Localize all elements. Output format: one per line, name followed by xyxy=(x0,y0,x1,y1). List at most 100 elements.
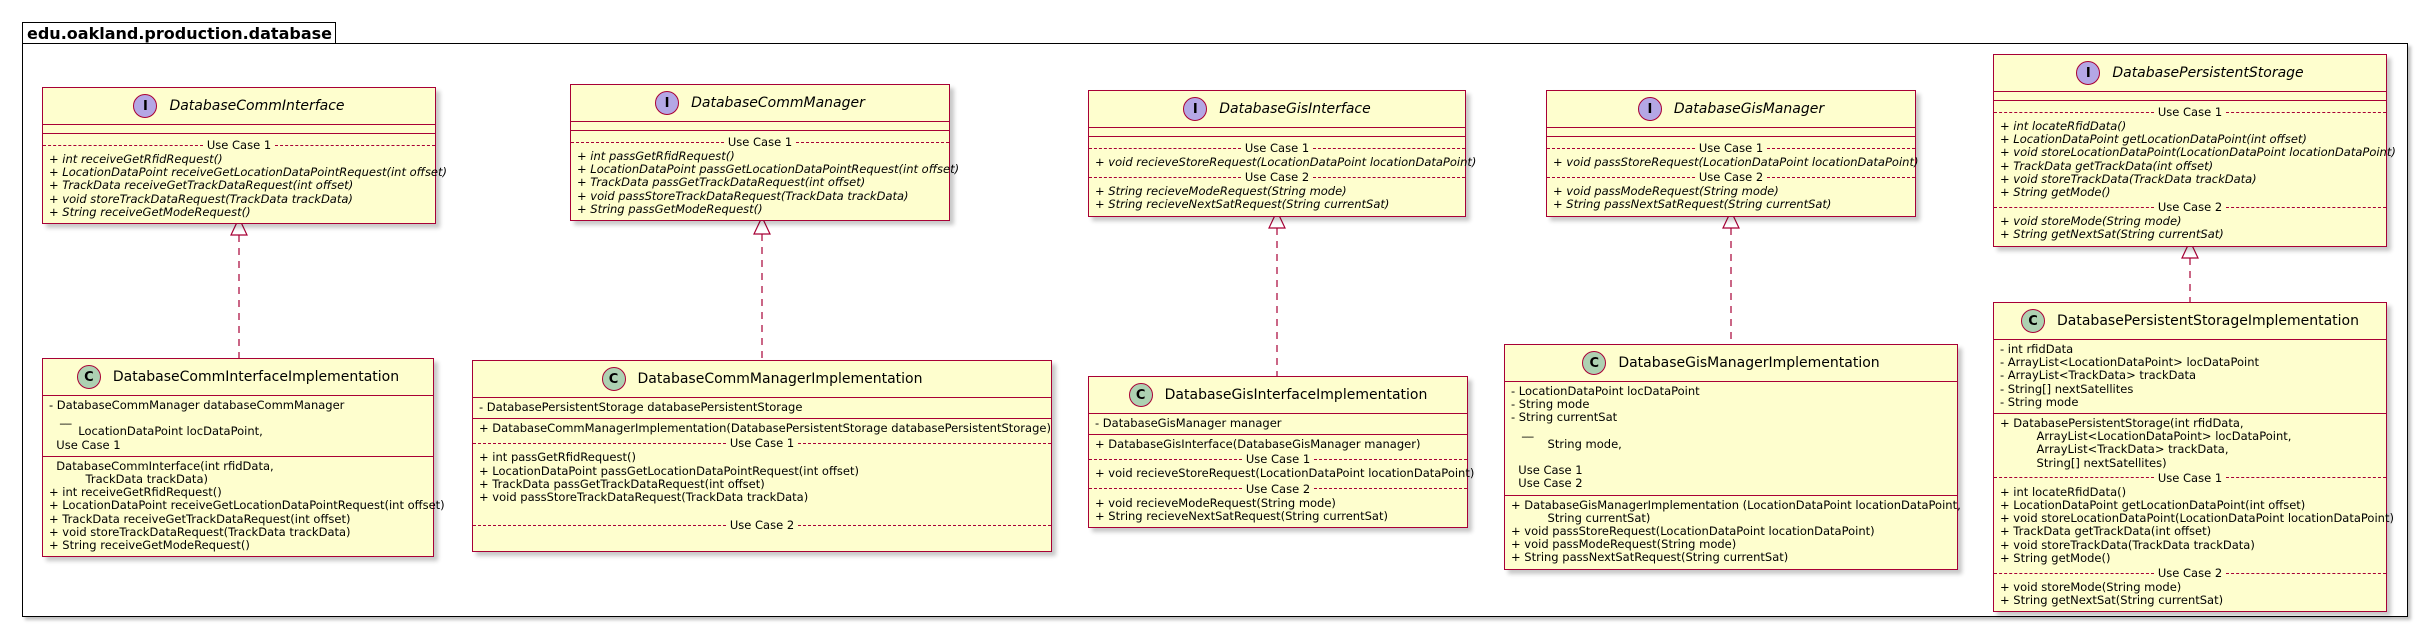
interface-marker-icon: I xyxy=(655,91,680,115)
field-section: - DatabaseCommManager databaseCommManage… xyxy=(43,395,433,456)
field-row: - DatabaseCommManager databaseCommManage… xyxy=(49,398,345,412)
method-section: DatabaseCommInterface(int rfidData, Trac… xyxy=(43,455,445,556)
interface-name: DatabaseCommInterface xyxy=(169,98,345,114)
method-section: + DatabaseGisManagerImplementation (Loca… xyxy=(1505,494,1961,569)
section-label: Use Case 2 xyxy=(2157,566,2223,581)
member-row: + void storeLocationDataPoint(LocationDa… xyxy=(2000,511,2394,526)
section-label: Use Case 2 xyxy=(729,518,795,533)
member-row xyxy=(479,504,1045,517)
section-separator: Use Case 2 xyxy=(1089,171,1465,183)
field-section: - int rfidData- ArrayList<LocationDataPo… xyxy=(1994,339,2386,413)
interface-name: DatabaseGisInterface xyxy=(1219,101,1371,117)
method-section: Use Case 1+ int locateRfidData()+ Locati… xyxy=(1994,100,2396,246)
class-marker-icon: C xyxy=(76,365,101,389)
realization-arrowhead xyxy=(230,216,248,236)
method-section: Use Case 1+ int passGetRfidRequest()+ Lo… xyxy=(571,130,960,220)
field-row: - String mode xyxy=(2000,394,2079,409)
member-row: + String recieveNextSatRequest(String cu… xyxy=(1095,197,1390,212)
member-row: + String getNextSat(String currentSat) xyxy=(2000,227,2224,242)
section-separator: Use Case 1 xyxy=(1089,142,1465,154)
field-row: - String[] nextSatellites xyxy=(2000,381,2134,396)
field-section xyxy=(1994,91,2386,100)
member-row: + void storeTrackData(TrackData trackDat… xyxy=(2000,171,2257,186)
field-row: __ xyxy=(49,411,72,426)
member-row: + void recieveStoreRequest(LocationDataP… xyxy=(1095,155,1477,169)
section-label: Use Case 1 xyxy=(1698,141,1764,155)
member-row: ArrayList<TrackData> trackData, xyxy=(2000,442,2229,457)
section-label: Use Case 1 xyxy=(729,436,795,451)
field-row: - String currentSat xyxy=(1511,410,1618,425)
member-row: DatabaseCommInterface(int rfidData, xyxy=(49,458,274,473)
section-label: Use Case 1 xyxy=(727,135,793,149)
member-row: + String getMode() xyxy=(2000,550,2111,565)
class-name: DatabasePersistentStorageImplementation xyxy=(2057,313,2359,329)
member-row: + LocationDataPoint getLocationDataPoint… xyxy=(2000,132,2307,147)
interface-name: DatabaseCommManager xyxy=(691,95,865,111)
field-section: - DatabaseGisManager manager xyxy=(1089,413,1467,434)
class-name: DatabaseCommManagerImplementation xyxy=(637,371,923,387)
field-section xyxy=(43,124,435,133)
member-row: + String recieveNextSatRequest(String cu… xyxy=(1095,508,1388,523)
section-label: Use Case 2 xyxy=(1245,481,1311,496)
section-label: Use Case 1 xyxy=(2157,470,2223,485)
field-row: Use Case 2 xyxy=(1511,476,1583,491)
member-row: + void passModeRequest(String mode) xyxy=(1511,537,1737,552)
member-row: + void storeTrackDataRequest(TrackData t… xyxy=(49,191,353,206)
field-row: - ArrayList<LocationDataPoint> locDataPo… xyxy=(2000,355,2260,370)
method-section: + DatabaseCommManagerImplementation(Data… xyxy=(473,418,1051,550)
member-row: + void passStoreRequest(LocationDataPoin… xyxy=(1553,155,1919,169)
member-row: + void recieveStoreRequest(LocationDataP… xyxy=(1095,466,1475,481)
member-row: + String passNextSatRequest(String curre… xyxy=(1553,197,1832,212)
member-row: + void passStoreRequest(LocationDataPoin… xyxy=(1511,524,1875,539)
field-row: Use Case 1 xyxy=(1511,463,1583,478)
realization-arrowhead xyxy=(1268,209,1286,229)
member-row: + LocationDataPoint receiveGetLocationDa… xyxy=(49,165,448,180)
field-row: - String mode xyxy=(1511,397,1590,412)
field-section xyxy=(1547,127,1915,136)
realization-arrowhead xyxy=(2181,239,2199,259)
section-separator: Use Case 1 xyxy=(473,437,1051,449)
field-row: - DatabaseGisManager manager xyxy=(1095,416,1282,430)
member-row: + DatabaseGisManagerImplementation (Loca… xyxy=(1511,497,1961,512)
member-row: + DatabaseGisInterface(DatabaseGisManage… xyxy=(1095,437,1421,452)
member-row: + LocationDataPoint passGetLocationDataP… xyxy=(479,463,859,478)
member-row: String[] nextSatellites) xyxy=(2000,455,2167,470)
class-name: DatabaseGisInterfaceImplementation xyxy=(1164,387,1428,403)
member-row: + void storeLocationDataPoint(LocationDa… xyxy=(2000,145,2396,160)
member-row: + int passGetRfidRequest() xyxy=(479,450,636,465)
member-row: + TrackData getTrackData(int offset) xyxy=(2000,524,2212,539)
section-separator: Use Case 2 xyxy=(1994,567,2386,579)
member-row: + TrackData passGetTrackDataRequest(int … xyxy=(479,476,765,491)
member-row: + LocationDataPoint passGetLocationDataP… xyxy=(577,162,960,177)
member-row: ArrayList<LocationDataPoint> locDataPoin… xyxy=(2000,429,2292,444)
member-row: + LocationDataPoint getLocationDataPoint… xyxy=(2000,498,2306,513)
member-row: + DatabasePersistentStorage(int rfidData… xyxy=(2000,416,2244,431)
section-separator: Use Case 1 xyxy=(1089,453,1467,465)
member-row: + String receiveGetModeRequest() xyxy=(49,538,250,553)
field-row: - LocationDataPoint locDataPoint xyxy=(1511,384,1700,398)
member-row: + String getMode() xyxy=(2000,185,2111,200)
member-row: + TrackData receiveGetTrackDataRequest(i… xyxy=(49,178,354,193)
member-row: TrackData trackData) xyxy=(49,472,208,487)
member-row xyxy=(479,533,1045,546)
section-separator: Use Case 1 xyxy=(1994,472,2386,484)
member-row: + void storeTrackData(TrackData trackDat… xyxy=(2000,537,2255,552)
interface-marker-icon: I xyxy=(133,94,158,118)
field-row: - DatabasePersistentStorage databasePers… xyxy=(479,400,803,414)
field-row: __ xyxy=(1511,423,1534,438)
member-row: + TrackData receiveGetTrackDataRequest(i… xyxy=(49,511,351,526)
member-row: + void storeMode(String mode) xyxy=(2000,580,2182,595)
member-row: + int passGetRfidRequest() xyxy=(577,149,735,163)
method-section: Use Case 1+ void passStoreRequest(Locati… xyxy=(1547,136,1919,216)
